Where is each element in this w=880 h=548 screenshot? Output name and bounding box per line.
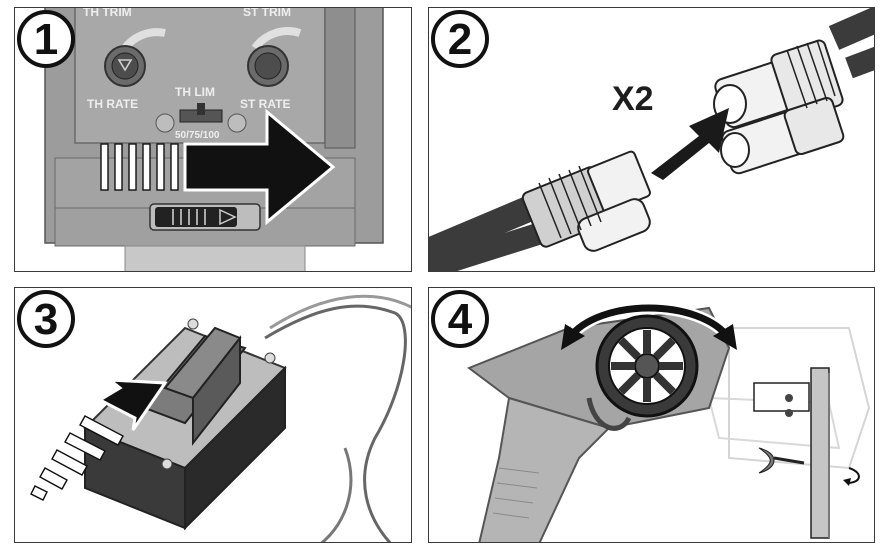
svg-text:4: 4 xyxy=(448,295,473,344)
step-1-badge: 1 xyxy=(17,10,75,68)
tighten-arrow xyxy=(846,467,860,484)
th-lim-values-label: 50/75/100 xyxy=(175,130,220,141)
slide-right-arrow xyxy=(100,108,336,226)
battery-connector xyxy=(713,39,845,175)
switch-box xyxy=(83,318,287,531)
thumb-screw xyxy=(758,447,805,474)
step-3-badge: 3 xyxy=(17,290,75,348)
charger-connector xyxy=(521,150,651,252)
svg-text:3: 3 xyxy=(34,295,58,344)
steering-wheel-illustration xyxy=(466,302,871,542)
steering-wheel xyxy=(595,314,699,418)
svg-text:1: 1 xyxy=(34,15,58,64)
adapter-bracket xyxy=(753,382,810,412)
step-1-panel: TH TRIM ST TRIM TH RATE TH LIM ST RATE 5… xyxy=(14,7,412,272)
step-2-badge: 2 xyxy=(431,10,489,68)
step-2-panel: X2 2 xyxy=(428,7,875,272)
battery-connector-illustration: X2 xyxy=(429,8,874,271)
th-lim-label: TH LIM xyxy=(175,85,215,99)
mount-plate xyxy=(810,367,830,539)
step-3-panel: 3 xyxy=(14,287,412,543)
svg-text:2: 2 xyxy=(448,15,472,64)
rotate-arrow xyxy=(566,304,732,341)
step-4-panel: 4 xyxy=(428,287,875,543)
transmitter-switch-illustration: TH TRIM ST TRIM TH RATE TH LIM ST RATE 5… xyxy=(44,8,384,271)
st-trim-label: ST TRIM xyxy=(243,8,291,19)
st-rate-label: ST RATE xyxy=(240,97,290,111)
step-4-badge: 4 xyxy=(431,290,489,348)
th-trim-label: TH TRIM xyxy=(83,8,132,19)
push-arrow xyxy=(30,378,168,501)
th-rate-label: TH RATE xyxy=(87,97,138,111)
receiver-switch-illustration xyxy=(30,294,411,542)
multiplier-label: X2 xyxy=(612,80,654,118)
connect-arrow xyxy=(651,108,729,180)
